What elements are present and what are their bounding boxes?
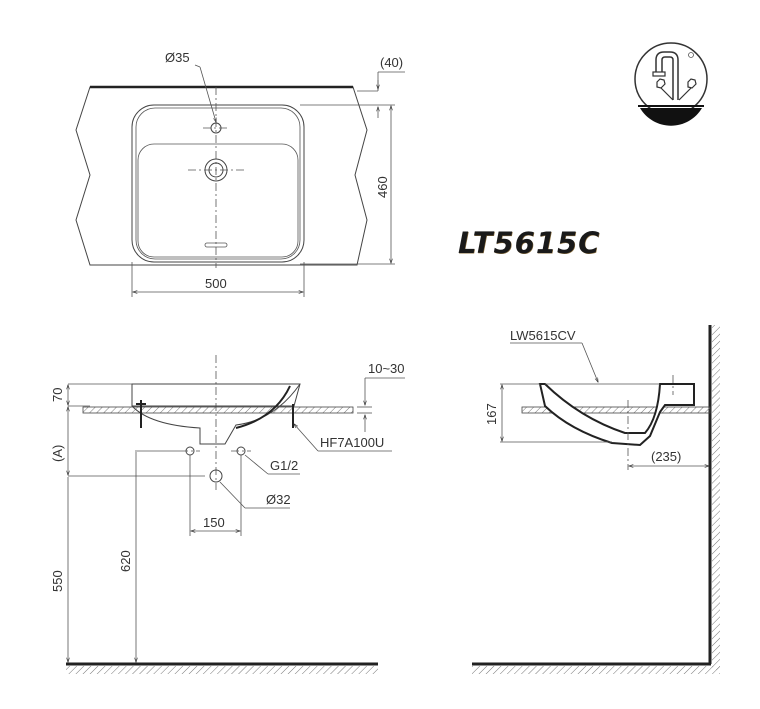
drain-height-dimension: 620 xyxy=(118,550,133,572)
basin-height-dimension: 167 xyxy=(484,403,499,425)
basin-part-label: LW5615CV xyxy=(510,328,576,343)
rim-height-dimension: 70 xyxy=(50,388,65,402)
faucet-one-hole-icon xyxy=(634,42,708,126)
countertop-outline xyxy=(75,86,368,266)
width-dimension: 500 xyxy=(205,276,227,291)
basin-bowl xyxy=(137,143,299,258)
basin-outer xyxy=(131,104,305,263)
clamp-part-label: HF7A100U xyxy=(320,435,384,450)
supply-thread-label: G1/2 xyxy=(270,458,298,473)
supply-height-dimension: 550 xyxy=(50,570,65,592)
supply-spacing-dimension: 150 xyxy=(203,515,225,530)
wall-distance-dimension: (235) xyxy=(651,449,681,464)
counter-thickness-dimension: (40) xyxy=(380,55,403,70)
counter-range-dimension: 10~30 xyxy=(368,361,405,376)
drain-diameter-label: Ø32 xyxy=(266,492,291,507)
countertop-section xyxy=(82,406,354,414)
model-number-title: LT5615C xyxy=(458,226,601,260)
side-view: LW5615CV 167 (235) xyxy=(472,325,720,674)
front-view: 70 10~30 HF7A100U G1/2 Ø32 150 (A) 550 6… xyxy=(50,355,405,674)
faucet-hole-dimension: Ø35 xyxy=(165,50,190,65)
depth-dimension: 460 xyxy=(375,176,390,198)
a-dimension: (A) xyxy=(50,445,65,462)
top-view: Ø35 (40) 460 500 xyxy=(75,50,405,297)
